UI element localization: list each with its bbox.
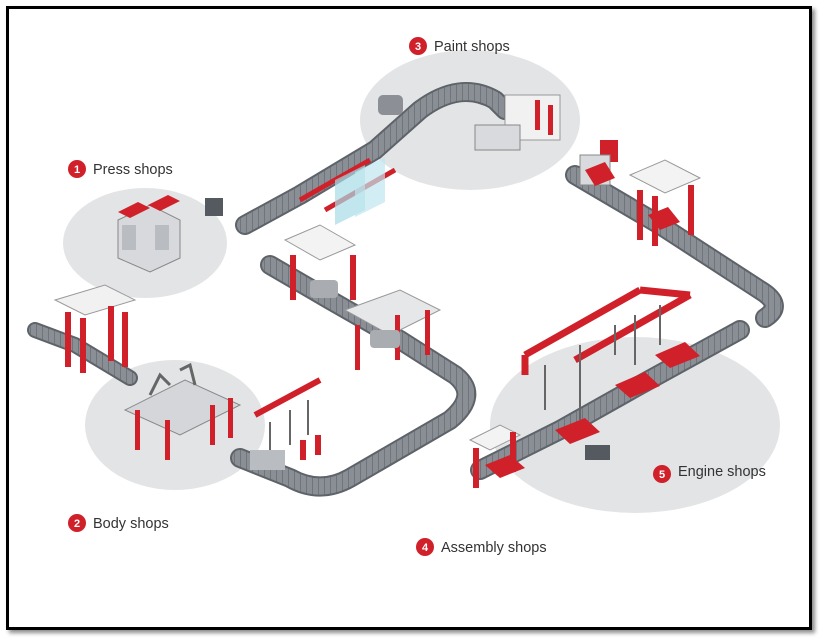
station-number-badge [68, 160, 86, 178]
engine-line [468, 286, 700, 488]
station-number-badge [68, 514, 86, 532]
paint-shop-area [360, 50, 580, 190]
station-number: 4 [422, 542, 429, 554]
station-label: Press shops [93, 162, 173, 178]
station-body-shops: 2 Body shops [68, 514, 169, 532]
assembly-overhead-rail [250, 377, 322, 470]
station-number: 1 [74, 164, 80, 176]
assembly-cell [283, 224, 442, 370]
station-assembly-shops: 4 Assembly shops [416, 538, 547, 556]
press-gantry [53, 284, 137, 373]
press-machine [117, 195, 223, 273]
conveyor-belts [27, 82, 784, 497]
station-number-badge [409, 37, 427, 55]
station-engine-shops: 5 Engine shops [653, 464, 766, 483]
engine-shop-area [490, 337, 780, 513]
station-label: Body shops [93, 516, 169, 532]
station-number: 5 [659, 469, 665, 481]
body-shop-cell [123, 362, 242, 460]
station-paint-shops: 3 Paint shops [409, 37, 510, 55]
station-number-badge [416, 538, 434, 556]
paint-booth [298, 94, 561, 225]
station-number-badge [653, 465, 671, 483]
station-press-shops: 1 Press shops [68, 160, 173, 178]
finishing-gantries [579, 140, 702, 246]
station-number: 2 [74, 518, 80, 530]
station-label: Assembly shops [441, 540, 547, 556]
station-label: Engine shops [678, 464, 766, 480]
station-number: 3 [415, 41, 421, 53]
station-label: Paint shops [434, 39, 510, 55]
